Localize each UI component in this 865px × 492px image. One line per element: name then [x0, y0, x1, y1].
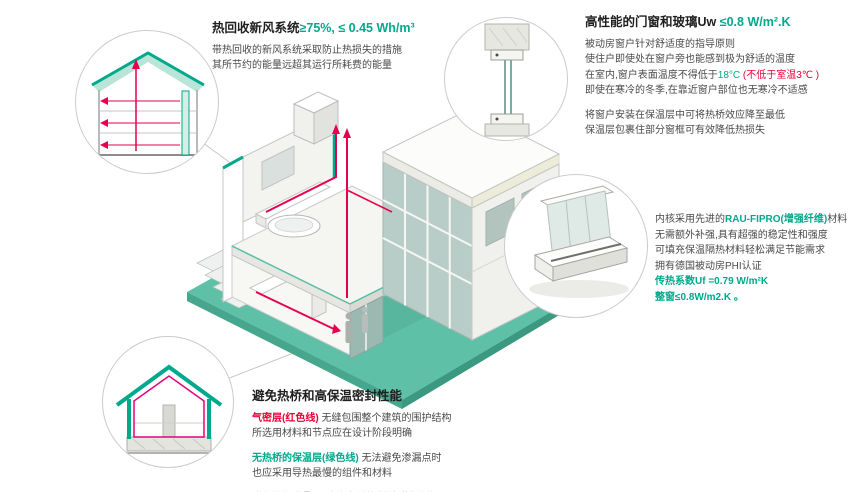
profile-body-line: 可填充保温隔热材料轻松满足节能需求: [655, 245, 825, 256]
windows-line3-black: 在室内,窗户表面温度不得低于: [585, 69, 718, 81]
heat-recovery-title: 热回收新风系统: [212, 21, 300, 35]
profile-line1-black: 内核采用先进的: [655, 214, 725, 225]
profile-line1-teal: RAU-FIPRO(增强纤维): [725, 214, 828, 225]
windows-body-line: 即使在寒冷的冬季,在靠近窗户部位也无寒冷不适感: [585, 85, 808, 97]
windows-title: 高性能的门窗和玻璃Uw: [585, 15, 720, 29]
heat-recovery-section-drawing: [84, 51, 212, 156]
heat-recovery-body-line: 其所节约的能量远超其运行所耗费的能量: [212, 60, 392, 72]
windows-line3-red: (不低于室温3℃ ): [740, 69, 820, 81]
window-section-circle-illustration: [444, 17, 568, 141]
callout-heat-recovery: 热回收新风系统≥75%, ≤ 0.45 Wh/m³ 带热回收的新风系统采取防止热…: [212, 20, 512, 74]
callout-thermal-bridge: 避免热桥和高保温密封性能 气密层(红色线) 无缝包围整个建筑的围护结构 所选用材…: [252, 388, 562, 492]
thermal-line4: 也应采用导热最慢的组件和材料: [252, 468, 392, 480]
profile-body-line: 拥有德国被动房PHI认证: [655, 260, 762, 272]
heat-recovery-title-value: ≥75%, ≤ 0.45 Wh/m³: [299, 21, 415, 35]
window-profile-circle-illustration: [504, 174, 648, 318]
window-jamb-section-drawing: [484, 23, 530, 137]
bathroom-cutaway: [254, 181, 332, 238]
airtight-layer-label: 气密层(红色线): [252, 412, 319, 424]
roof-tower: [292, 91, 340, 145]
windows-line3-teal: 18°C: [717, 69, 741, 81]
windows-body-line: 保温层包裹住部分窗框可有效降低热损失: [585, 125, 765, 137]
windows-body-line: 将窗户安装在保温层中可将热桥效应降至最低: [585, 109, 785, 121]
thermal-line3-rest: 无法避免渗漏点时: [358, 452, 442, 464]
thermal-line1-rest: 无缝包围整个建筑的围护结构: [318, 412, 452, 424]
insulation-layer-label: 无热桥的保温层(绿色线): [252, 452, 359, 464]
thermal-footnote: *热桥效应: 热量易于在边,角,连接点等细节部分传导: [252, 490, 562, 492]
profile-line1-black2: 材料: [827, 214, 848, 225]
thermal-line3: 无热桥的保温层(绿色线) 无法避免渗漏点时: [252, 451, 562, 467]
windows-body-line: 被动房窗户针对舒适度的指导原则: [585, 38, 735, 50]
windows-title-value: ≤0.8 W/m².K: [719, 15, 791, 29]
thermal-title: 避免热桥和高保温密封性能: [252, 389, 403, 403]
heat-recovery-circle-illustration: [75, 30, 219, 174]
thermal-line1: 气密层(红色线) 无缝包围整个建筑的围护结构: [252, 411, 562, 427]
heat-recovery-body-line: 带热回收的新风系统采取防止热损失的措施: [212, 44, 402, 56]
people-figures: [345, 307, 368, 343]
profile-uw-value: 整窗≤0.8W/m2.K 。: [655, 291, 744, 303]
thermal-envelope-section-drawing: [111, 364, 227, 454]
ventilation-ducts: [265, 124, 393, 298]
window-frame-profile-drawing: [529, 185, 629, 298]
profile-body-line: 无需额外补强,具有超强的稳定性和强度: [655, 229, 828, 241]
profile-uf-value: 传热系数Uf =0.79 W/m²K: [655, 276, 769, 287]
thermal-envelope-circle-illustration: [102, 336, 234, 468]
profile-line1: 内核采用先进的RAU-FIPRO(增强纤维)材料: [655, 212, 863, 228]
windows-body-line: 使住户即使处在窗户旁也能感到极为舒适的温度: [585, 54, 795, 66]
windows-body-line-mixed: 在室内,窗户表面温度不得低于18°C (不低于室温3℃ ): [585, 68, 861, 84]
callout-windows: 高性能的门窗和玻璃Uw ≤0.8 W/m².K 被动房窗户针对舒适度的指导原则 …: [585, 14, 861, 139]
callout-profile: 内核采用先进的RAU-FIPRO(增强纤维)材料 无需额外补强,具有超强的稳定性…: [655, 212, 863, 305]
thermal-line2: 所选用材料和节点应在设计阶段明确: [252, 428, 412, 440]
